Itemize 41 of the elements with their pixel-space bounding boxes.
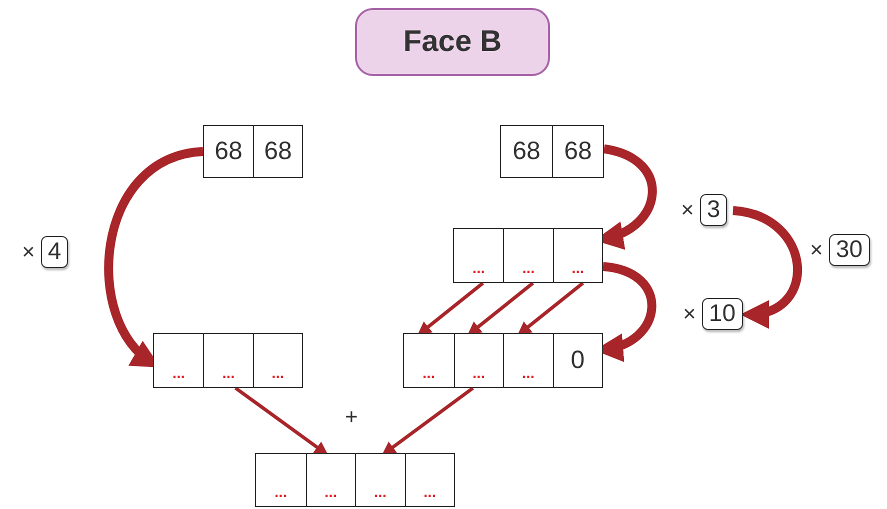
digit-cell: ... bbox=[252, 334, 302, 387]
multiply-sign: × bbox=[810, 237, 823, 264]
digit-row bbox=[153, 333, 303, 388]
digit-row bbox=[453, 228, 603, 283]
plus-sign: + bbox=[345, 404, 358, 430]
digit-cell: ... bbox=[552, 229, 602, 282]
digit-cell: 68 bbox=[552, 126, 603, 177]
multiplier-box: 30 bbox=[828, 234, 870, 266]
digit-cell: ... bbox=[306, 454, 355, 506]
multiplier-box: 10 bbox=[702, 298, 743, 330]
digit-cell: ... bbox=[404, 334, 454, 387]
multiply-sign: × bbox=[683, 301, 696, 328]
arrow bbox=[417, 282, 484, 336]
arrow bbox=[104, 147, 204, 369]
digit-cell: ... bbox=[454, 334, 503, 387]
digit-row bbox=[500, 125, 604, 178]
arrow bbox=[234, 386, 328, 456]
digit-cell: 68 bbox=[501, 126, 552, 177]
digit-cell: ... bbox=[256, 454, 306, 506]
digit-cell: 0 bbox=[552, 334, 602, 387]
digit-cell: ... bbox=[404, 454, 454, 506]
digit-cell: ... bbox=[503, 334, 552, 387]
digit-row bbox=[403, 333, 603, 388]
digit-cell: ... bbox=[203, 334, 253, 387]
multiply-sign: × bbox=[681, 197, 694, 224]
digit-row bbox=[255, 453, 455, 507]
multiply-sign: × bbox=[22, 239, 35, 266]
arrow bbox=[517, 282, 584, 336]
digit-cell: 68 bbox=[252, 126, 302, 177]
digit-cell: ... bbox=[355, 454, 404, 506]
digit-cell: ... bbox=[154, 334, 204, 387]
arrow bbox=[732, 206, 802, 326]
digit-cell: ... bbox=[454, 229, 504, 282]
digit-cell: ... bbox=[503, 229, 553, 282]
title-banner: Face B bbox=[355, 8, 550, 76]
arrow bbox=[467, 282, 534, 336]
multiplier-box: 4 bbox=[40, 236, 68, 268]
digit-cell: 68 bbox=[204, 126, 253, 177]
digit-row bbox=[203, 125, 303, 178]
arrow bbox=[382, 386, 474, 456]
multiplier-box: 3 bbox=[700, 194, 728, 226]
